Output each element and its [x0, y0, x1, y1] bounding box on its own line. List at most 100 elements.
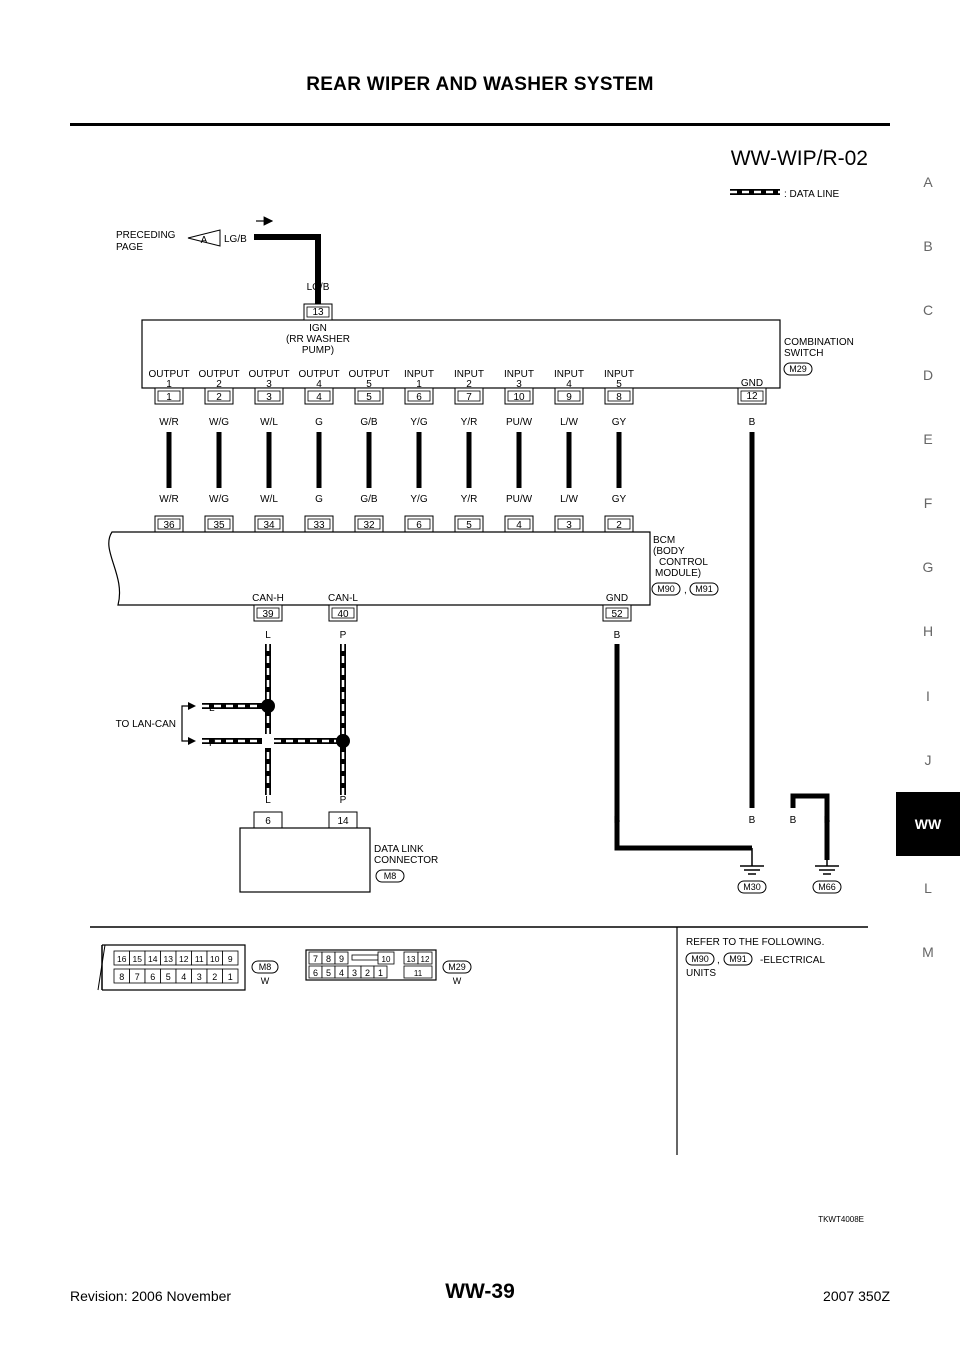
bcm-pin-number: 5 — [466, 520, 472, 531]
section-tab-c[interactable]: C — [922, 302, 934, 319]
page-number: WW-39 — [445, 1280, 515, 1303]
dlc-connector-oval — [375, 869, 405, 883]
section-tab-m[interactable]: M — [922, 944, 934, 961]
bcm-wire-color: W/G — [209, 494, 229, 505]
section-tab-ww[interactable]: WW — [896, 791, 960, 857]
switch-signal-type: INPUT — [554, 369, 584, 380]
figure-code: TKWT4008E — [818, 1215, 864, 1224]
m8-pin: 8 — [119, 972, 124, 982]
switch-pin-number: 10 — [513, 392, 525, 403]
bcm-pin-number: 6 — [416, 520, 422, 531]
switch-signal-type: INPUT — [504, 369, 534, 380]
refer-line-2: -ELECTRICAL — [760, 955, 825, 966]
m8-connector-oval — [251, 960, 279, 974]
lan-can-label: TO LAN-CAN — [116, 719, 176, 730]
m8-pin: 9 — [228, 954, 233, 964]
refer-sep: , — [717, 955, 720, 966]
switch-signal-type: INPUT — [604, 369, 634, 380]
ground-wire-label-1: B — [614, 815, 621, 826]
bcm-pin-number: 32 — [363, 520, 375, 531]
combination-switch-name-2: SWITCH — [784, 348, 823, 359]
dlc-wire-l-label: L — [265, 795, 271, 806]
m29-pin: 4 — [339, 968, 344, 978]
m8-pin: 16 — [117, 954, 127, 964]
switch-pin-number-tab — [454, 387, 484, 405]
ign-pin-tab — [303, 303, 333, 321]
combination-switch-gnd-pin: 12 — [746, 391, 758, 402]
ground-wire-label-3: B — [790, 815, 797, 826]
m29-connector-color: W — [453, 976, 462, 986]
switch-pin-number: 1 — [166, 392, 172, 403]
switch-signal-number: 5 — [366, 379, 372, 390]
bcm-connector-2: M91 — [695, 584, 713, 594]
combination-switch-gnd-wire-label: B — [749, 417, 756, 428]
section-tab-f[interactable]: F — [923, 494, 933, 511]
section-tab-i[interactable]: I — [926, 687, 930, 704]
preceding-page-label-2: PAGE — [116, 242, 143, 253]
section-tab-h[interactable]: H — [922, 623, 934, 640]
bcm-wire-color: PU/W — [506, 494, 533, 505]
ign-wire — [254, 234, 321, 306]
lan-can-bracket — [181, 705, 194, 742]
bcm-pin-number: 4 — [516, 520, 522, 531]
dlc-pin-p: 14 — [337, 816, 349, 827]
section-tab-g[interactable]: G — [922, 559, 934, 576]
switch-signal-type: OUTPUT — [298, 369, 339, 380]
switch-signal-number: 3 — [266, 379, 272, 390]
switch-signal-type: OUTPUT — [348, 369, 389, 380]
section-tab-a[interactable]: A — [923, 174, 933, 190]
m29-pin: 2 — [365, 968, 370, 978]
bcm-canh-pin: 39 — [262, 609, 274, 620]
section-tab-l[interactable]: L — [924, 880, 932, 897]
preceding-page-ref: A — [201, 235, 208, 246]
m29-pin: 9 — [339, 954, 344, 964]
dlc-wire-p-label: P — [340, 795, 347, 806]
refer-line-3: UNITS — [686, 968, 716, 979]
ground-m66-label: M66 — [818, 882, 836, 892]
switch-pin-number: 3 — [266, 392, 272, 403]
section-tab-b[interactable]: B — [923, 238, 933, 255]
m29-pin: 7 — [313, 954, 318, 964]
switch-signal-type: OUTPUT — [198, 369, 239, 380]
switch-pin-number-tab — [254, 387, 284, 405]
bcm-connector-sep: , — [684, 585, 687, 596]
canl-wire-label: P — [340, 630, 347, 641]
bcm-connector-2-oval — [689, 582, 719, 596]
dlc-name-1: DATA LINK — [374, 844, 424, 855]
bcm-wire-color: L/W — [560, 494, 578, 505]
dlc-name-2: CONNECTOR — [374, 855, 438, 866]
bcm-pin-number: 35 — [213, 520, 225, 531]
bcm-ground-wire — [614, 644, 752, 851]
refer-m90: M90 — [691, 954, 709, 964]
combination-switch-gnd-label: GND — [741, 378, 763, 389]
m8-pin: 12 — [179, 954, 189, 964]
ground-wire-label-4: B — [824, 815, 831, 826]
m29-pin: 11 — [414, 969, 423, 978]
switch-signal-number: 4 — [316, 379, 322, 390]
can-h-splice — [261, 699, 275, 713]
bcm-gnd-pin: 52 — [611, 609, 623, 620]
switch-pin-number: 2 — [216, 392, 222, 403]
bcm-connector-1-oval — [651, 582, 681, 596]
dlc-pin-l: 6 — [265, 816, 271, 827]
m29-pin: 10 — [382, 955, 391, 964]
switch-signal-number: 5 — [616, 379, 622, 390]
switch-signal-number: 2 — [466, 379, 472, 390]
bcm-wire-color: Y/G — [410, 494, 427, 505]
bcm-wire-color: W/L — [260, 494, 278, 505]
ign-label-3: PUMP) — [302, 345, 334, 356]
switch-signal-type: OUTPUT — [148, 369, 189, 380]
revision-text: Revision: 2006 November — [70, 1288, 232, 1304]
section-tab-e[interactable]: E — [923, 430, 933, 447]
switch-pin-number: 9 — [566, 392, 572, 403]
m29-connector-id: M29 — [448, 962, 466, 972]
preceding-page-label-1: PRECEDING — [116, 230, 176, 241]
section-tab-d[interactable]: D — [922, 366, 934, 383]
section-tab-j[interactable]: J — [924, 751, 932, 768]
bcm-name-4: MODULE) — [655, 568, 701, 579]
ground-m30-label: M30 — [743, 882, 761, 892]
switch-pin-number-tab — [204, 387, 234, 405]
switch-pin-number: 8 — [616, 392, 622, 403]
switch-signal-number: 4 — [566, 379, 572, 390]
